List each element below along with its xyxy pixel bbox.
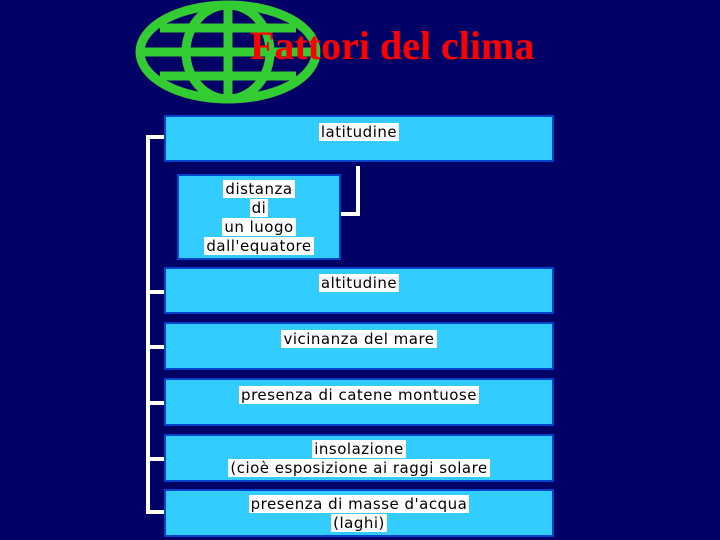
factor-altitude: altitudine	[164, 267, 554, 314]
factor-label: distanza	[223, 180, 295, 198]
factor-distance-equator: distanza di un luogo dall'equatore	[177, 174, 341, 260]
factor-label: presenza di masse d'acqua	[248, 495, 470, 513]
factor-water-bodies: presenza di masse d'acqua (laghi)	[164, 489, 554, 537]
factor-label: insolazione	[312, 440, 406, 458]
factor-label: presenza di catene montuose	[239, 386, 479, 404]
factor-label: dall'equatore	[204, 237, 314, 255]
factor-sea-proximity: vicinanza del mare	[164, 322, 554, 370]
globe-icon	[135, 0, 321, 104]
factor-label: (cioè esposizione ai raggi solare	[228, 459, 490, 477]
page-title: Fattori del clima	[250, 23, 535, 68]
factor-insolation: insolazione (cioè esposizione ai raggi s…	[164, 434, 554, 482]
factor-label: un luogo	[222, 218, 296, 236]
factor-label: vicinanza del mare	[281, 330, 437, 348]
factor-label: altitudine	[318, 274, 400, 292]
factor-mountains: presenza di catene montuose	[164, 378, 554, 426]
factor-label: latitudine	[318, 123, 400, 141]
factor-label: (laghi)	[331, 514, 387, 532]
factor-latitude: latitudine	[164, 115, 554, 162]
factor-label: di	[249, 199, 269, 217]
